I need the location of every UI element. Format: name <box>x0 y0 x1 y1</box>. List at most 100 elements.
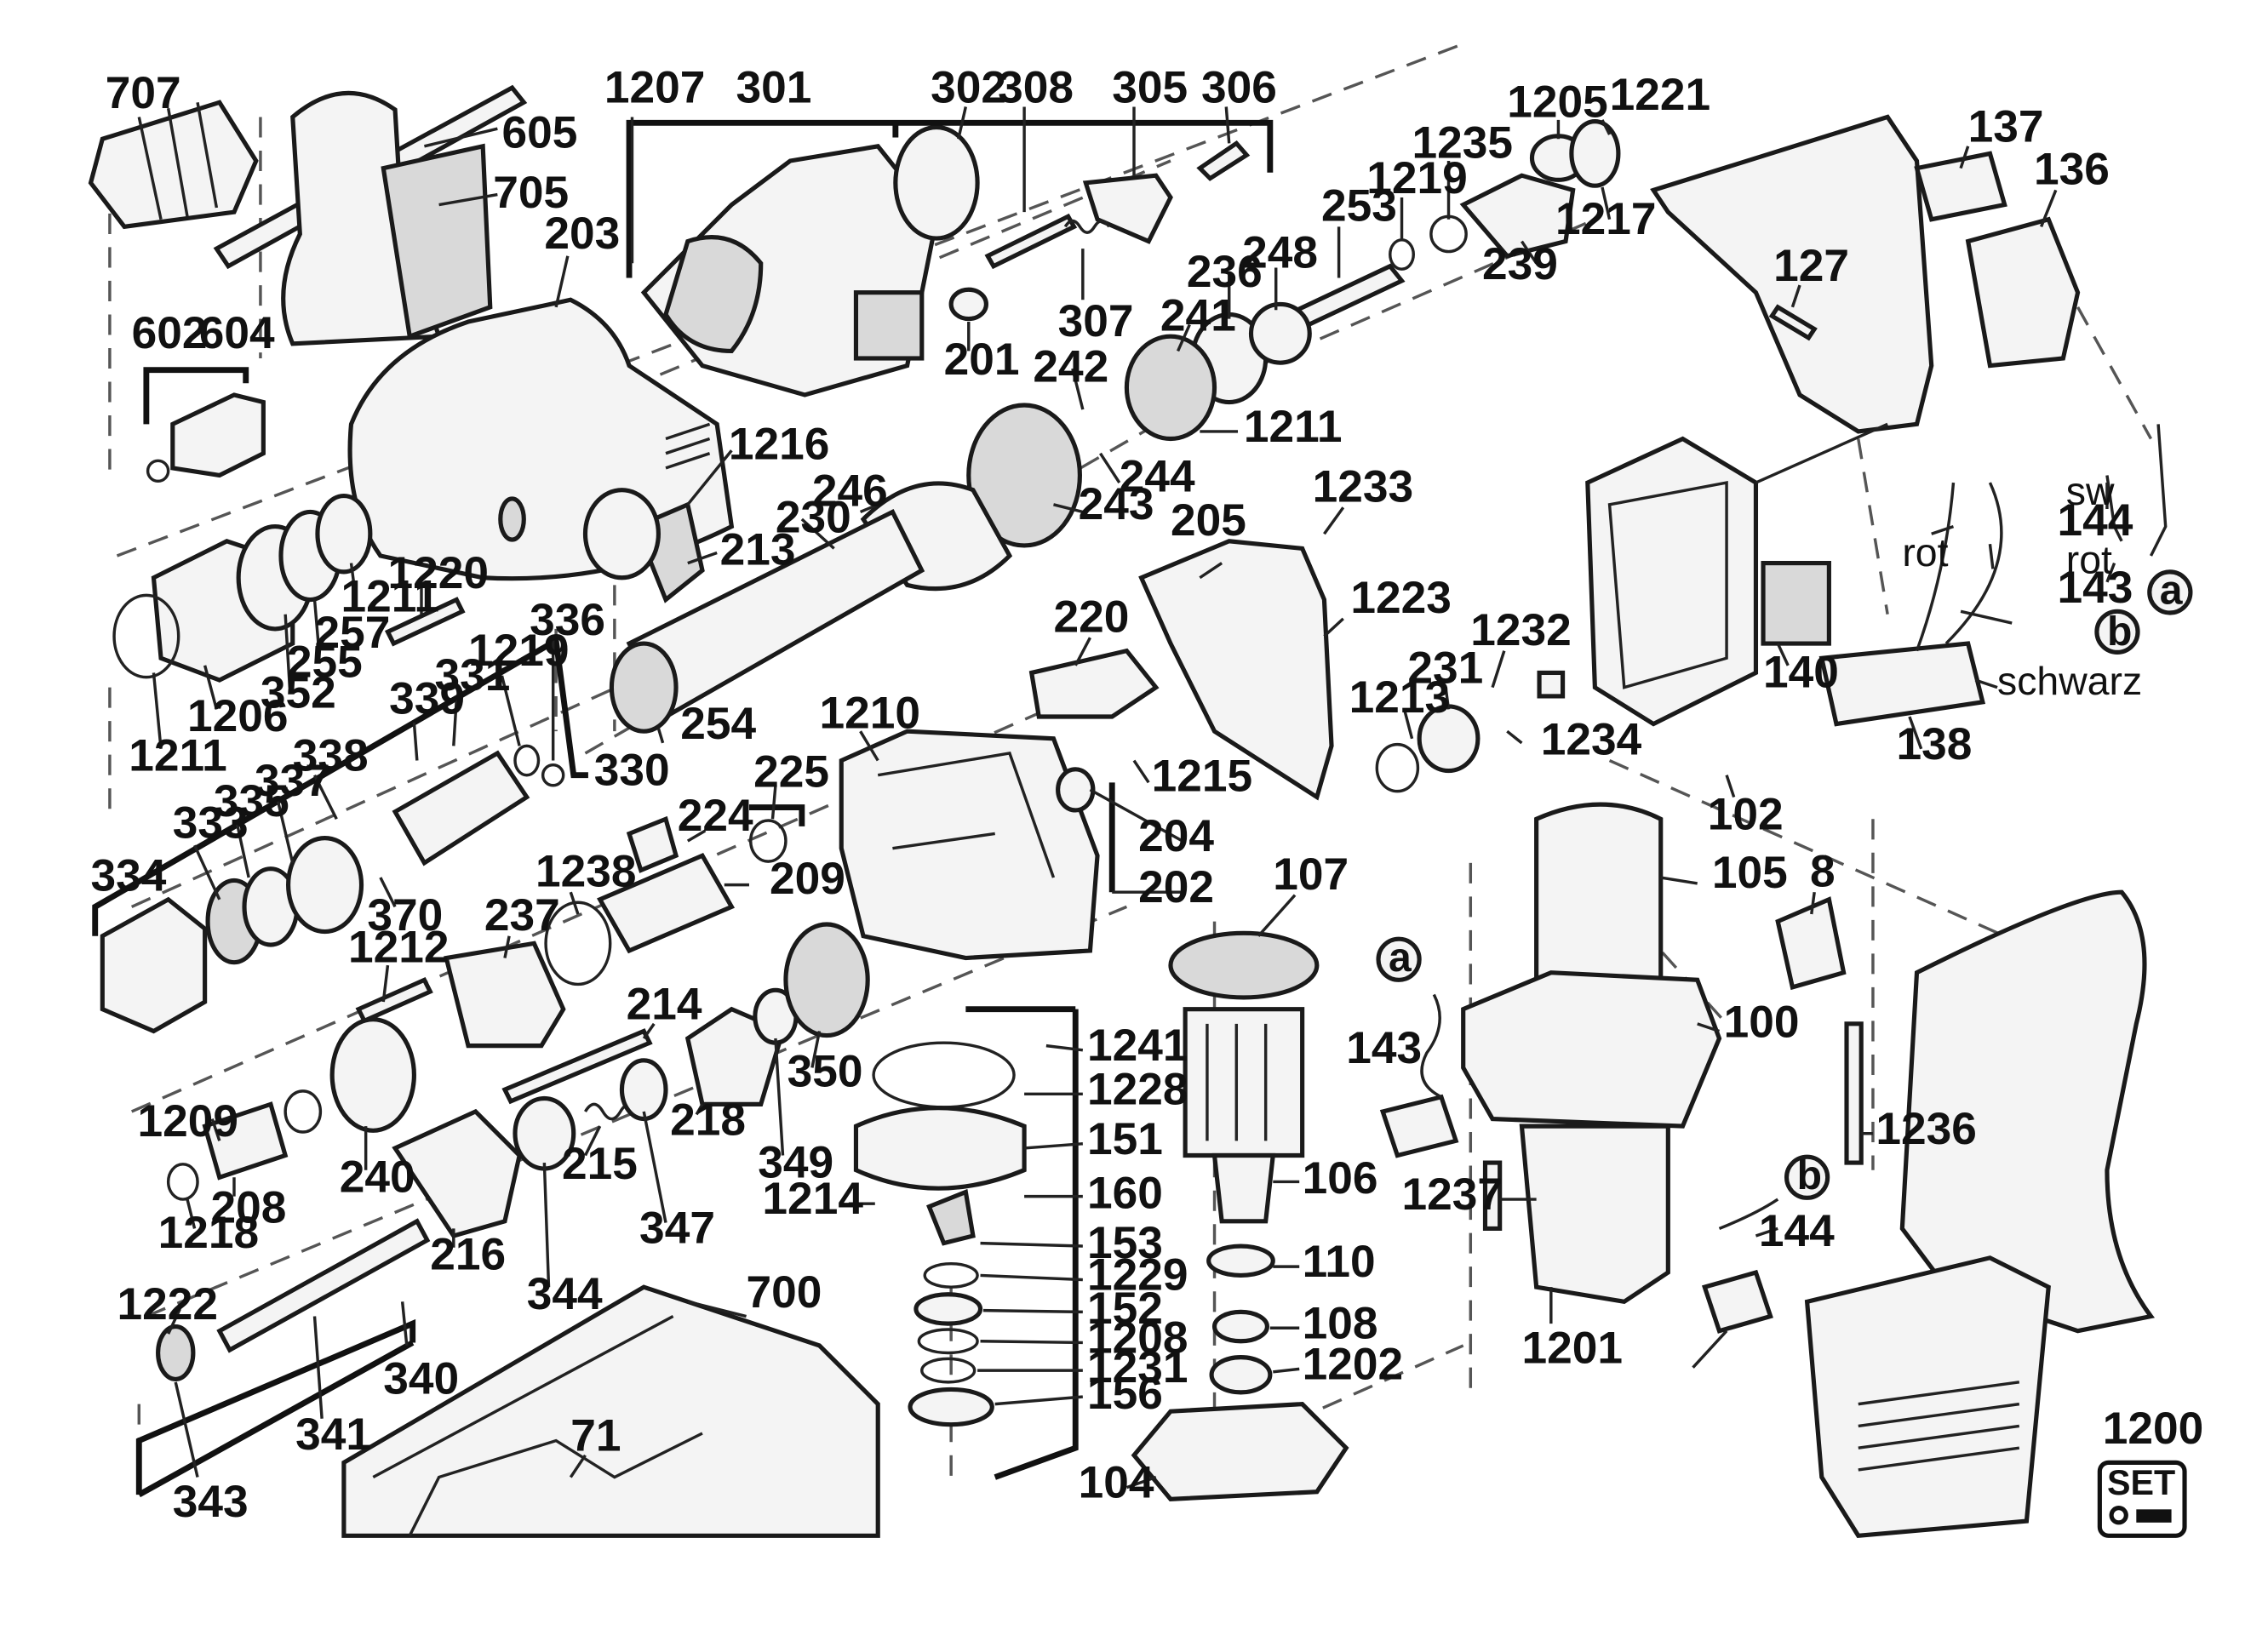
screw-1212 <box>355 976 433 1024</box>
ring-302 <box>893 124 980 241</box>
leader-lines <box>152 106 2139 1489</box>
label-340: 340 <box>383 1354 459 1404</box>
cover-137 <box>1914 151 2007 222</box>
label-248: 248 <box>1242 227 1318 277</box>
label-350: 350 <box>788 1047 863 1097</box>
pin-308 <box>984 213 1078 270</box>
label-1221: 1221 <box>1610 70 1711 120</box>
label-370: 370 <box>367 890 443 941</box>
label-1208: 1208 <box>1087 1312 1188 1363</box>
label-301: 301 <box>736 62 812 112</box>
label-153: 153 <box>1087 1218 1163 1268</box>
wobble-209 <box>596 852 736 954</box>
oring-1218 <box>166 1163 199 1201</box>
label-205: 205 <box>1171 495 1246 546</box>
label-1212: 1212 <box>348 923 450 973</box>
label-225: 225 <box>753 746 829 797</box>
label-110: 110 <box>1303 1237 1376 1287</box>
handle-1200 <box>1804 889 2156 1538</box>
bushing-208 <box>202 1101 289 1181</box>
screw-1237 <box>1482 1160 1503 1231</box>
oring-1209 <box>284 1089 323 1134</box>
label-330: 330 <box>594 746 670 796</box>
rod-214 <box>501 1028 653 1105</box>
label-1235: 1235 <box>1412 118 1514 169</box>
bearing-108 <box>1211 1309 1269 1344</box>
oring-1235 <box>1429 214 1468 254</box>
label-71: 71 <box>570 1411 621 1461</box>
label-344: 344 <box>527 1269 603 1319</box>
label-1216: 1216 <box>729 420 830 470</box>
bushing-201 <box>948 287 988 322</box>
label-208: 208 <box>210 1183 286 1233</box>
label-230: 230 <box>776 492 851 542</box>
label-1231: 1231 <box>1087 1342 1188 1392</box>
callout-b-left-text: b <box>1797 1152 1822 1198</box>
part-number-labels: 707 605 705 203 602 604 1207 301 302 308… <box>91 62 2204 1527</box>
label-1220: 1220 <box>387 548 489 598</box>
wires-rot-schwarz <box>1915 482 2003 652</box>
bearing-204 <box>1056 767 1096 813</box>
label-1211-mid: 1211 <box>341 571 439 621</box>
label-136: 136 <box>2034 145 2110 195</box>
label-602: 602 <box>132 308 208 358</box>
wire-144-left <box>1718 1198 1779 1231</box>
label-1219-top: 1219 <box>1366 153 1468 203</box>
ring-336 <box>541 763 565 787</box>
screw-1220 <box>384 597 466 647</box>
label-243: 243 <box>1079 479 1154 529</box>
label-160: 160 <box>1087 1168 1163 1218</box>
label-104: 104 <box>1079 1458 1154 1508</box>
label-349: 349 <box>758 1137 833 1187</box>
ring-1208 <box>917 1328 979 1355</box>
ring-1229 <box>923 1261 979 1289</box>
label-140: 140 <box>1763 648 1839 698</box>
lock-sleeve-331 <box>392 750 530 866</box>
label-156: 156 <box>1087 1369 1163 1419</box>
label-209: 209 <box>770 854 845 904</box>
label-254: 254 <box>680 699 756 749</box>
label-202: 202 <box>1138 862 1214 912</box>
label-1236: 1236 <box>1876 1104 1977 1154</box>
label-220: 220 <box>1053 592 1129 642</box>
label-231: 231 <box>1407 643 1483 693</box>
brush-holder-right <box>1701 1269 1773 1334</box>
label-302: 302 <box>931 62 1006 112</box>
plate-305 <box>1082 173 1173 244</box>
bearing-1202 <box>1209 1355 1273 1395</box>
label-331: 331 <box>434 650 510 700</box>
callout-a-left: a <box>1376 935 1422 982</box>
piston-248 <box>1248 301 1312 365</box>
bearing-152 <box>914 1292 983 1326</box>
wire-label-sw: sw <box>2066 469 2115 513</box>
cube-1234 <box>1537 670 1566 699</box>
callout-a-left-text: a <box>1389 935 1412 981</box>
wire-label-schwarz: schwarz <box>1997 659 2142 703</box>
lever-216 <box>392 1108 522 1239</box>
screw-127 <box>1768 304 1818 341</box>
armature-106 <box>1168 930 1320 1224</box>
bevel-gear-153 <box>926 1188 976 1246</box>
side-handle-705 <box>281 90 493 346</box>
ring-1231 <box>920 1357 976 1384</box>
label-106: 106 <box>1303 1153 1378 1204</box>
wire-label-rot-left: rot <box>1902 530 1948 575</box>
connector-138 <box>1818 641 1986 727</box>
set-badge-text: SET <box>2107 1463 2175 1502</box>
label-1202: 1202 <box>1303 1339 1404 1389</box>
label-1214: 1214 <box>762 1174 863 1224</box>
cover-205 <box>1138 539 1334 801</box>
label-1207: 1207 <box>604 62 706 112</box>
label-1238: 1238 <box>536 846 637 896</box>
ring-1221 <box>1569 119 1621 188</box>
label-1217: 1217 <box>1555 194 1657 244</box>
label-218: 218 <box>670 1095 746 1145</box>
label-1201: 1201 <box>1521 1324 1623 1374</box>
label-240: 240 <box>340 1152 415 1202</box>
label-127: 127 <box>1773 241 1849 291</box>
flange-237 <box>444 941 566 1049</box>
label-108: 108 <box>1303 1298 1378 1348</box>
label-241: 241 <box>1160 290 1236 340</box>
label-244: 244 <box>1120 451 1195 501</box>
